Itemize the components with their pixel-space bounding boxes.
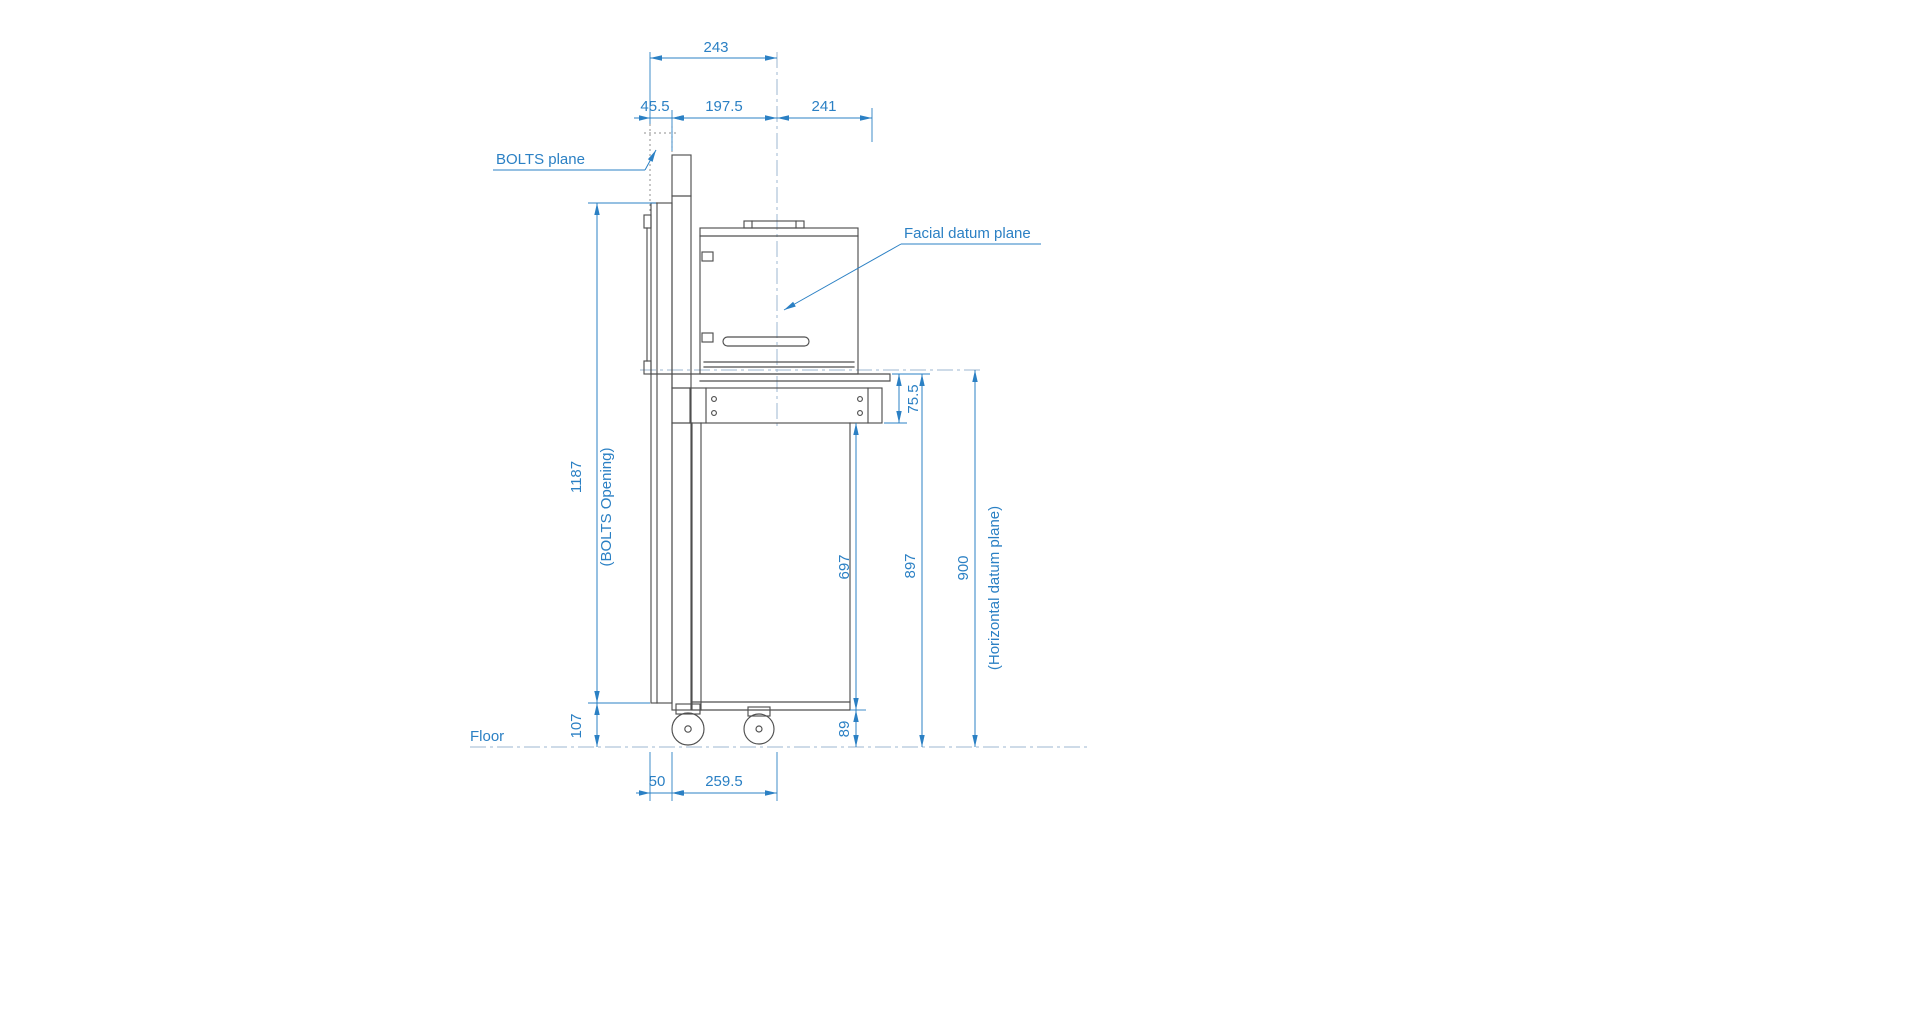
- caster-front: [671, 703, 705, 746]
- pedestal-cabinet: [691, 422, 851, 711]
- dimension-texts: 243 45.5 197.5 241 1187 (BOLTS Opening) …: [470, 39, 1031, 790]
- mount-column: [671, 154, 692, 711]
- facial-datum-leader-arrow: [783, 243, 902, 311]
- shelf-assembly: [650, 373, 891, 424]
- dimension-lines: [594, 55, 978, 796]
- dim-caster-height: 89: [836, 721, 853, 738]
- dim-front-to-datum: 197.5: [705, 98, 743, 115]
- caster-rear: [743, 706, 775, 745]
- dim-panel-bottom-to-floor: 107: [568, 713, 585, 738]
- dim-datum-to-rear: 241: [811, 98, 836, 115]
- device-box: [699, 220, 859, 375]
- floor-label: Floor: [470, 728, 504, 745]
- bolts-plane-label: BOLTS plane: [496, 151, 585, 168]
- dim-top-width: 243: [703, 39, 728, 56]
- dim-datum-to-floor: 900: [955, 555, 972, 580]
- machine-outline: [643, 154, 891, 746]
- datum-centerlines: [470, 52, 1090, 748]
- device-handle: [743, 220, 805, 229]
- bolts-plane-leader-arrow: [644, 149, 657, 171]
- dim-cabinet-height: 697: [836, 554, 853, 579]
- device-slot: [722, 336, 810, 347]
- leader-lines: [493, 149, 1041, 311]
- dim-shelf-top-to-floor: 897: [902, 553, 919, 578]
- dim-horizontal-datum-note: (Horizontal datum plane): [986, 506, 1003, 670]
- dim-base-front-offset: 50: [649, 773, 666, 790]
- facial-datum-plane-label: Facial datum plane: [904, 225, 1031, 242]
- dim-bolts-to-front: 45.5: [640, 98, 669, 115]
- dim-base-depth: 259.5: [705, 773, 743, 790]
- dim-bolts-opening-height: 1187: [568, 461, 585, 493]
- display-panel: [643, 202, 673, 704]
- dim-shelf-thickness: 75.5: [905, 384, 922, 413]
- extension-lines: [588, 52, 930, 801]
- dim-bolts-opening-note: (BOLTS Opening): [598, 448, 615, 567]
